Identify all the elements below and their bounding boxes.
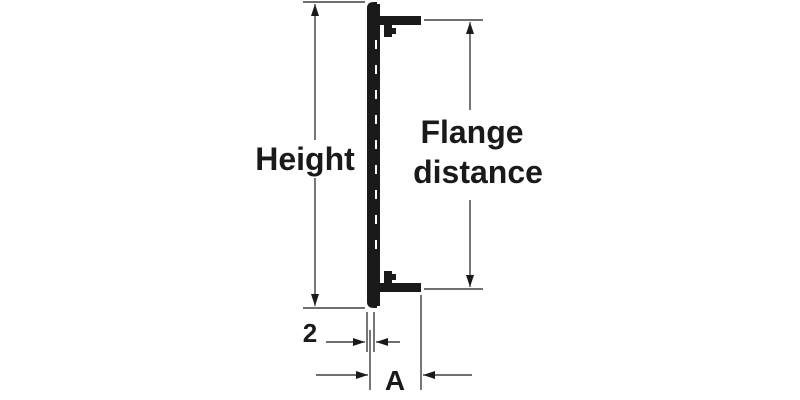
depth-label: A <box>385 365 405 396</box>
height-label: Height <box>255 141 355 177</box>
flange-distance-dimension <box>424 19 483 290</box>
thickness-label: 2 <box>303 318 317 348</box>
flange-distance-label-line1: Flange <box>420 114 523 150</box>
depth-dimension <box>316 295 472 390</box>
perforation-slots <box>375 40 377 249</box>
profile-shape <box>367 2 421 308</box>
flange-distance-label-line2: distance <box>413 154 543 190</box>
height-dimension <box>303 1 365 309</box>
thickness-dimension <box>326 312 400 352</box>
